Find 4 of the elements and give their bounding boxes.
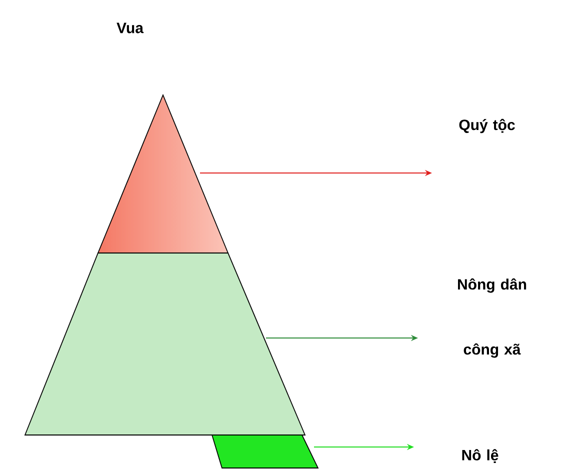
- class-label: Nô lệ: [462, 449, 498, 463]
- top-label: Vua: [116, 22, 144, 34]
- class-label: Nông dân công xã: [458, 278, 526, 358]
- class-label: Quý tộc: [459, 118, 515, 134]
